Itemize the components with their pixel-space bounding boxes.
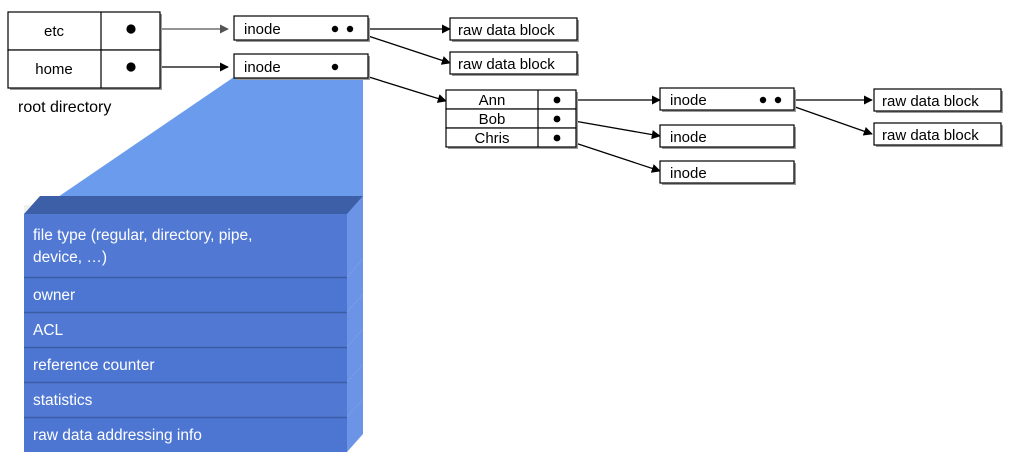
home-dir-entry-name: Bob — [479, 111, 506, 128]
inode-detail-row-label: ACL — [33, 322, 64, 339]
inode-label: inode — [670, 92, 707, 109]
inode-detail-row-label: owner — [33, 287, 75, 304]
pointer-dot-icon — [126, 24, 136, 34]
inode-detail-row-raw-data-addressing-info: raw data addressing info — [24, 399, 363, 452]
raw-data-block-label: raw data block — [882, 93, 979, 110]
home-dir-entry-name: Chris — [474, 130, 509, 147]
inode-box-home[interactable]: inode — [233, 53, 370, 80]
root-directory-caption: root directory — [18, 99, 111, 116]
inode-detail-row-label-line1: file type (regular, directory, pipe, — [33, 227, 252, 244]
inode-box-etc[interactable]: inode — [233, 15, 370, 42]
raw-data-block-2[interactable]: raw data block — [449, 51, 579, 76]
inode-detail-row-file-type: file type (regular, directory, pipe, dev… — [24, 196, 363, 277]
inode-detail-row-statistics: statistics — [24, 364, 363, 417]
home-directory-table[interactable]: Ann Bob Chris — [445, 89, 578, 149]
raw-data-block-label: raw data block — [458, 56, 555, 73]
home-dir-row-bob[interactable]: Bob — [445, 108, 577, 129]
pointer-dot-icon — [553, 134, 561, 142]
home-dir-entry-name: Ann — [479, 92, 506, 109]
raw-data-block-label: raw data block — [458, 22, 555, 39]
pointer-dot-icon — [331, 63, 339, 71]
inode-box-ann[interactable]: inode — [659, 87, 796, 112]
pointer-dot-icon — [759, 96, 767, 104]
pointer-dot-icon — [126, 62, 136, 72]
root-dir-entry-name: etc — [44, 23, 65, 40]
raw-data-block-4[interactable]: raw data block — [873, 122, 1003, 147]
inode-label: inode — [670, 165, 707, 182]
inode-box-chris[interactable]: inode — [659, 160, 796, 185]
root-dir-entry-name: home — [35, 61, 73, 78]
home-dir-row-chris[interactable]: Chris — [445, 127, 577, 148]
pointer-dot-icon — [774, 96, 782, 104]
inode-detail-row-owner: owner — [24, 259, 363, 312]
home-dir-row-ann[interactable]: Ann — [445, 89, 577, 110]
inode-detail-row-label: raw data addressing info — [33, 427, 202, 444]
inode-detail-row-label: reference counter — [33, 357, 155, 374]
inode-label: inode — [244, 59, 281, 76]
root-directory-table[interactable]: etc home — [7, 11, 162, 90]
pointer-dot-icon — [331, 25, 339, 33]
inode-expansion-funnel — [33, 77, 363, 214]
inode-detail-row-reference-counter: reference counter — [24, 329, 363, 382]
inode-label: inode — [670, 129, 707, 146]
raw-data-block-1[interactable]: raw data block — [449, 17, 579, 42]
inode-label: inode — [244, 21, 281, 38]
pointer-dot-icon — [553, 96, 561, 104]
inode-detail-row-label-line2: device, …) — [33, 249, 107, 266]
root-dir-row-etc[interactable]: etc — [7, 11, 161, 51]
raw-data-block-label: raw data block — [882, 127, 979, 144]
pointer-dot-icon — [553, 115, 561, 123]
root-dir-row-home[interactable]: home — [7, 49, 161, 89]
inode-box-bob[interactable]: inode — [659, 124, 796, 149]
pointer-dot-icon — [346, 25, 354, 33]
inode-detail-block: file type (regular, directory, pipe, dev… — [24, 196, 363, 452]
inode-detail-row-label: statistics — [33, 392, 93, 409]
inode-detail-row-acl: ACL — [24, 294, 363, 347]
raw-data-block-3[interactable]: raw data block — [873, 88, 1003, 113]
